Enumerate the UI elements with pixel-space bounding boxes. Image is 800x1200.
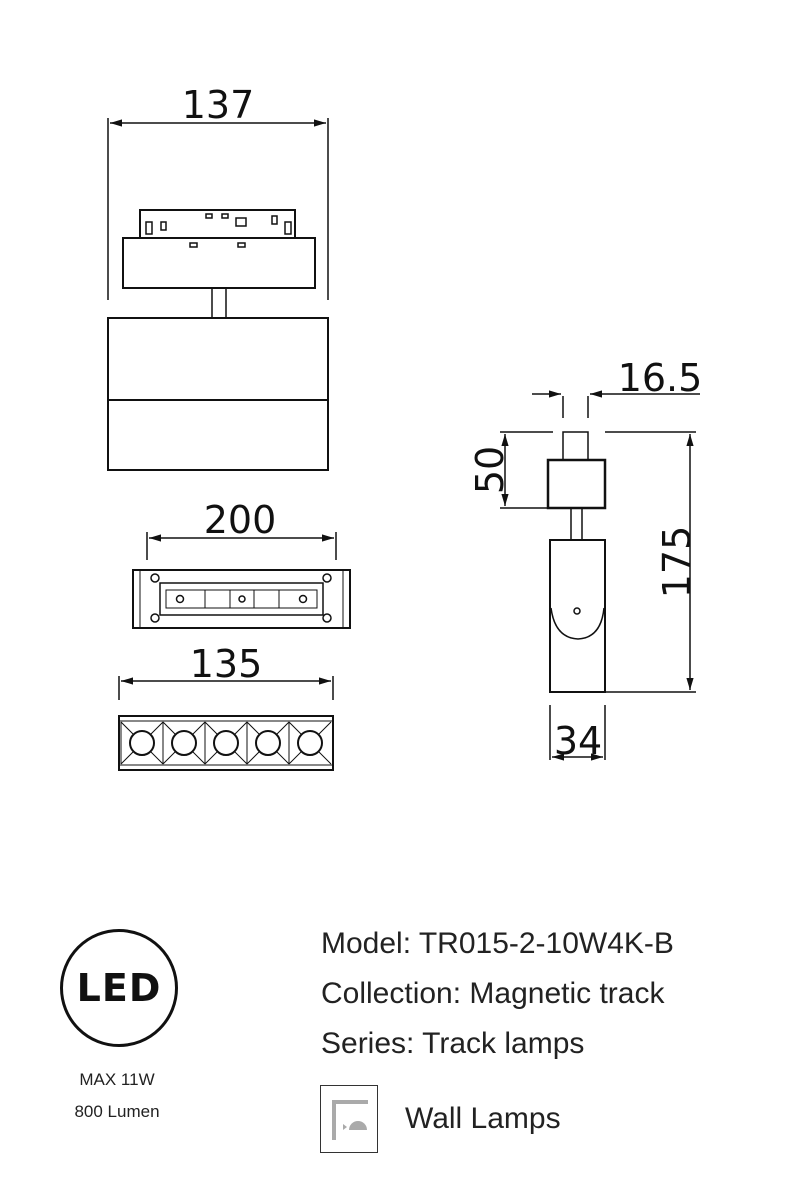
lumen: 800 Lumen <box>74 1102 160 1121</box>
led-cell <box>288 721 332 765</box>
led-cell <box>120 721 164 765</box>
led-cell <box>204 721 248 765</box>
side-view: 16.5 50 175 34 <box>468 356 702 763</box>
wall-lamp-icon <box>320 1085 378 1153</box>
model-text: Model: TR015-2-10W4K-B <box>321 927 674 960</box>
led-cell <box>246 721 290 765</box>
category-text: Wall Lamps <box>405 1102 561 1135</box>
led-cell <box>162 721 206 765</box>
dim-bar-width: 135 <box>190 642 263 686</box>
dim-adapter-height: 50 <box>468 446 512 494</box>
series-text: Series: Track lamps <box>321 1027 585 1060</box>
dim-adapter-width: 16.5 <box>618 356 703 400</box>
led-badge: LED <box>60 929 178 1047</box>
max-power: MAX 11W <box>79 1070 155 1089</box>
front-view: 137 <box>107 83 329 471</box>
dim-top-width: 200 <box>204 498 277 542</box>
dim-front-width: 137 <box>182 83 255 127</box>
dim-total-height: 175 <box>655 526 699 599</box>
led-badge-label: LED <box>76 966 162 1010</box>
collection-text: Collection: Magnetic track <box>321 977 665 1010</box>
dim-body-width: 34 <box>554 719 602 763</box>
technical-drawing: 137 200 135 <box>107 83 702 771</box>
led-bar-view: 135 <box>118 642 334 771</box>
top-view: 200 <box>132 498 351 629</box>
